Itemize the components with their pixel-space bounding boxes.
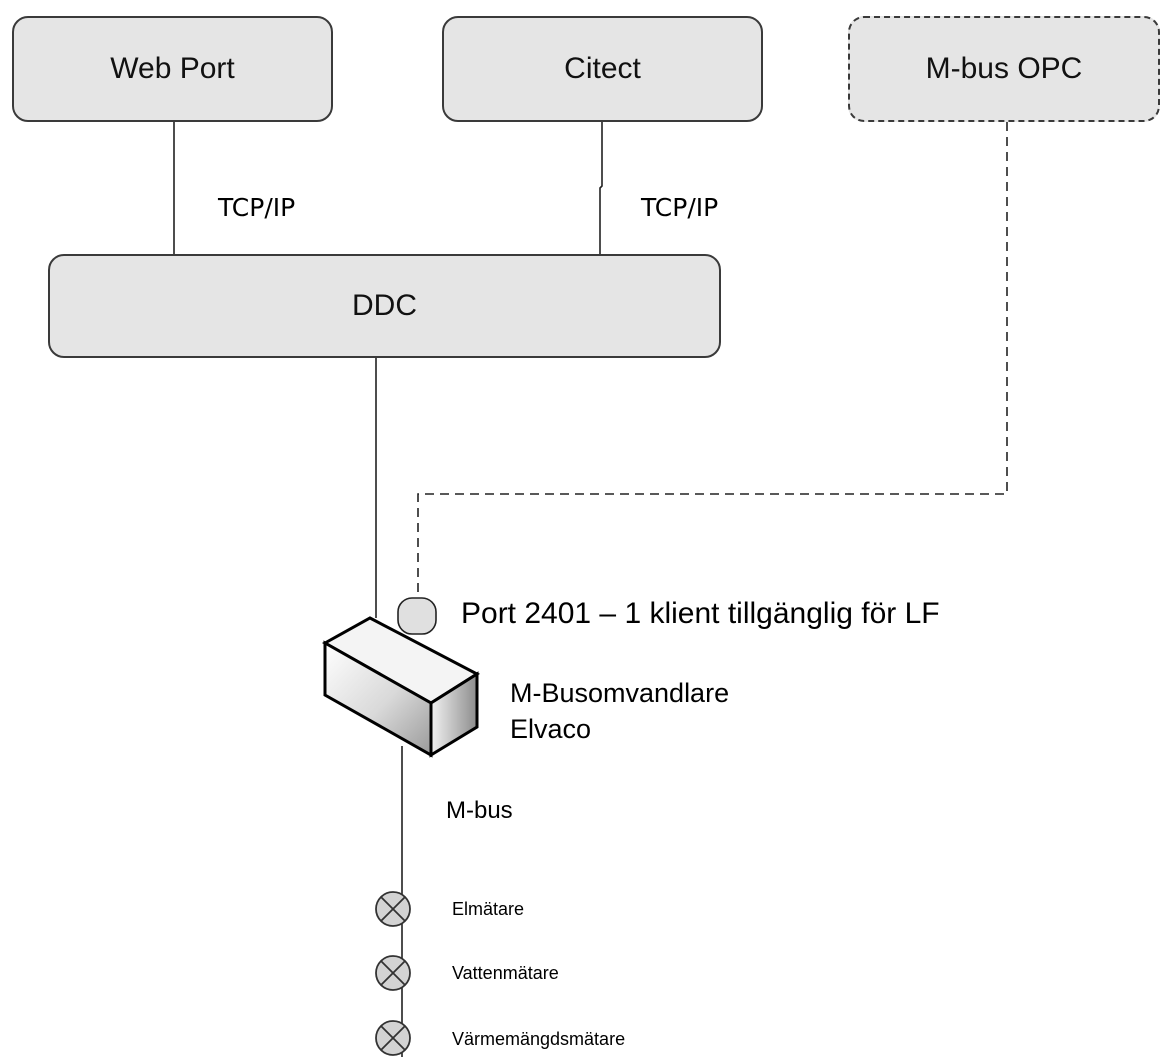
ddc-box: DDC [48,254,721,358]
port-connector [397,597,437,635]
meter-icon-varmemangdsmatare [375,1020,411,1056]
citect-label: Citect [564,52,641,85]
web-port-box: Web Port [12,16,333,122]
meter-label-vattenmatare: Vattenmätare [452,963,559,983]
meter-icon-elmatare [375,891,411,927]
web-port-label: Web Port [110,52,235,85]
ddc-label: DDC [352,289,417,322]
meter-label-elmatare: Elmätare [452,899,525,919]
converter-device-icon [321,616,481,758]
mbus-label: M-bus [446,797,513,824]
mbus-opc-box: M-bus OPC [848,16,1160,122]
port-note: Port 2401 – 1 klient tillgänglig för LF [461,597,940,630]
tcpip-right-label: TCP/IP [641,193,719,222]
meter-label-varmemangdsmatare: Värmemängdsmätare [452,1029,626,1049]
citect-box: Citect [442,16,763,122]
tcpip-left-label: TCP/IP [218,193,296,222]
meter-icon-vattenmatare [375,955,411,991]
converter-name: M-Busomvandlare [510,678,730,708]
mbus-opc-label: M-bus OPC [925,52,1083,85]
converter-brand: Elvaco [510,714,592,744]
citect-ddc-line [599,122,603,254]
opc-port-dashed-line [417,122,1008,598]
